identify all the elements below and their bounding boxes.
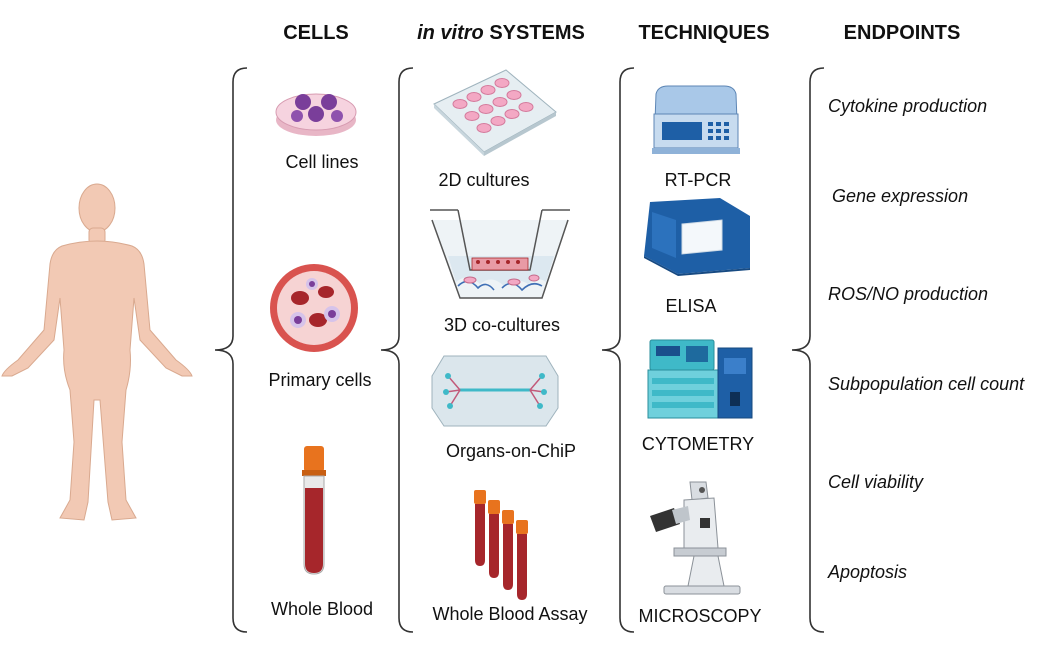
bracket-cells	[214, 67, 248, 633]
technique-label-microscopy: MICROSCOPY	[638, 606, 762, 626]
well-plate-icon	[433, 69, 557, 156]
header-techniques: TECHNIQUES	[638, 22, 770, 44]
endpoint-cytokine-production: Cytokine production	[828, 96, 988, 116]
system-label-organs-on-chip: Organs-on-ChiP	[445, 441, 577, 461]
technique-label-rt-pcr: RT-PCR	[664, 170, 732, 190]
thermal-cycler-icon	[652, 85, 740, 154]
header-systems-rest: SYSTEMS	[483, 22, 585, 44]
petri-dish-icon	[275, 93, 357, 136]
human-body-icon	[1, 183, 193, 521]
cell-label-whole-blood: Whole Blood	[270, 599, 374, 619]
system-label-2d-cultures: 2D cultures	[438, 170, 530, 190]
header-cells: CELLS	[283, 22, 349, 44]
transwell-insert-icon	[430, 209, 570, 299]
technique-label-elisa: ELISA	[665, 296, 717, 316]
system-label-whole-blood-assay: Whole Blood Assay	[432, 604, 588, 624]
header-in-vitro-systems: in vitro SYSTEMS	[417, 22, 585, 45]
organ-on-chip-icon	[431, 355, 559, 427]
system-label-3d-co-cultures: 3D co-cultures	[443, 315, 561, 335]
bracket-systems	[380, 67, 414, 633]
endpoint-cell-viability: Cell viability	[828, 472, 924, 492]
bracket-endpoints	[791, 67, 825, 633]
cell-label-cell-lines: Cell lines	[285, 152, 359, 172]
cell-label-primary-cells: Primary cells	[268, 370, 372, 390]
microscope-icon	[650, 481, 741, 595]
blood-tube-icon	[302, 446, 326, 575]
endpoint-subpopulation-cell-count: Subpopulation cell count	[828, 374, 1025, 394]
endpoint-gene-expression: Gene expression	[832, 186, 969, 206]
endpoint-ros-no-production: ROS/NO production	[828, 284, 989, 304]
plate-reader-icon	[644, 198, 750, 276]
endpoint-apoptosis: Apoptosis	[828, 562, 908, 582]
blood-tubes-icon	[474, 490, 528, 600]
header-systems-italic: in vitro	[417, 22, 484, 44]
header-endpoints: ENDPOINTS	[843, 22, 961, 44]
technique-label-cytometry: CYTOMETRY	[641, 434, 755, 454]
blood-cells-icon	[270, 264, 358, 352]
flow-cytometer-icon	[647, 339, 753, 419]
bracket-techniques	[601, 67, 635, 633]
